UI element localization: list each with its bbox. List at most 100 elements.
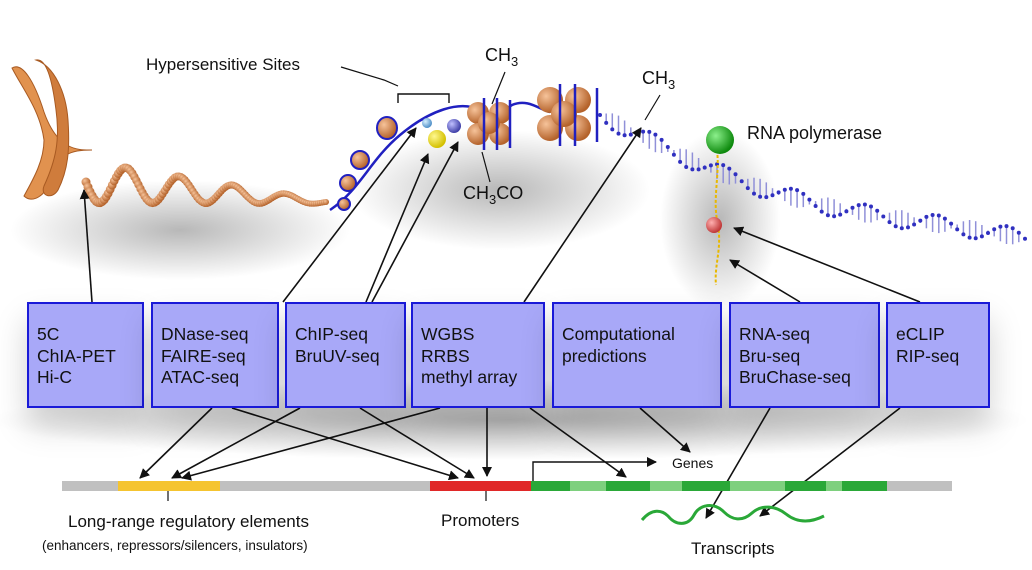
assay-box-rna: RNA-seq Bru-seq BruChase-seq xyxy=(729,302,880,408)
helix-backbone-dot xyxy=(801,191,806,196)
assay-box-methylation: WGBS RRBS methyl array xyxy=(411,302,545,408)
transcripts-label: Transcripts xyxy=(691,539,775,558)
downward-arrows xyxy=(139,407,901,519)
helix-backbone-dot xyxy=(647,129,652,134)
helix-backbone-dot xyxy=(721,163,726,168)
hypersensitive-sites-label: Hypersensitive Sites xyxy=(146,55,301,74)
helix-backbone-dot xyxy=(807,197,812,202)
assay-box-accessibility: DNase-seq FAIRE-seq ATAC-seq xyxy=(151,302,279,408)
assay-box-chip: ChIP-seq BruUV-seq xyxy=(285,302,406,408)
helix-backbone-dot xyxy=(973,236,978,241)
assay-box-chromatin-interaction: 5C ChIA-PET Hi-C xyxy=(27,302,144,408)
assay-line: WGBS xyxy=(421,324,475,344)
helix-backbone-dot xyxy=(727,166,732,171)
tss-arrow xyxy=(532,457,657,481)
assay-line: Hi-C xyxy=(37,367,72,387)
helix-backbone-dot xyxy=(918,218,923,223)
helix-backbone-dot xyxy=(1010,226,1015,231)
helix-backbone-dot xyxy=(998,224,1003,229)
helix-backbone-dot xyxy=(906,225,910,230)
helix-backbone-dot xyxy=(967,235,972,240)
helix-backbone-dot xyxy=(850,205,855,210)
helix-backbone-dot xyxy=(671,152,676,157)
enhancer-region xyxy=(118,481,220,491)
helix-backbone-dot xyxy=(875,208,880,213)
helix-backbone-dot xyxy=(702,165,707,170)
hs-bracket xyxy=(397,93,450,103)
assay-line: BruChase-seq xyxy=(739,367,851,387)
helix-backbone-dot xyxy=(961,232,966,237)
upward-arrows xyxy=(79,127,921,303)
helix-backbone-dot xyxy=(782,187,787,192)
chromatin-bead xyxy=(323,199,329,205)
dna-helix xyxy=(598,113,1027,245)
helix-backbone-dot xyxy=(930,213,935,217)
helix-backbone-dot xyxy=(752,191,756,196)
rna-polymerase-icon xyxy=(706,126,734,154)
helix-backbone-dot xyxy=(659,137,664,142)
helix-backbone-dot xyxy=(819,209,824,214)
helix-backbone-dot xyxy=(887,220,892,225)
helix-backbone-dot xyxy=(622,133,627,138)
assay-line: FAIRE-seq xyxy=(161,345,246,366)
hs-leader-line xyxy=(340,66,399,87)
gene-region xyxy=(531,481,887,491)
helix-backbone-dot xyxy=(690,167,695,172)
genome-track xyxy=(62,457,952,501)
helix-backbone-dot xyxy=(813,204,818,208)
helix-backbone-dot xyxy=(986,231,990,235)
helix-backbone-dot xyxy=(708,163,713,168)
long-range-label: Long-range regulatory elements xyxy=(68,512,309,531)
acetyl-leader xyxy=(481,151,491,183)
helix-backbone-dot xyxy=(949,221,954,226)
helix-backbone-dot xyxy=(665,145,670,149)
helix-backbone-dot xyxy=(770,193,775,198)
nucleosome-cluster-2 xyxy=(537,84,599,146)
helix-backbone-dot xyxy=(1023,236,1027,241)
helix-backbone-dot xyxy=(598,113,602,117)
assay-line: BruUV-seq xyxy=(295,345,380,366)
dna-ch3-leader xyxy=(644,94,661,121)
helix-backbone-dot xyxy=(893,224,898,229)
helix-backbone-dot xyxy=(733,172,738,177)
assay-line: 5C xyxy=(37,324,60,344)
assay-line: ChIP-seq xyxy=(295,324,368,344)
assay-line: methyl array xyxy=(421,367,518,387)
helix-backbone-dot xyxy=(862,202,867,207)
helix-backbone-dot xyxy=(936,213,941,218)
rna-binding-protein-icon xyxy=(706,217,722,233)
factor-cyan-icon xyxy=(422,118,432,128)
intron-4 xyxy=(826,481,842,491)
helix-backbone-dot xyxy=(1016,230,1021,235)
helix-backbone-dot xyxy=(653,132,658,137)
assay-line: eCLIP xyxy=(896,324,945,344)
helix-backbone-dot xyxy=(678,159,683,164)
helix-backbone-dot xyxy=(979,234,984,239)
helix-backbone-dot xyxy=(788,186,793,191)
assay-line: ChIA-PET xyxy=(37,345,116,366)
chromosome-icon xyxy=(11,59,93,200)
long-range-detail-label: (enhancers, repressors/silencers, insula… xyxy=(42,538,308,553)
helix-backbone-dot xyxy=(955,227,960,232)
helix-backbone-dot xyxy=(844,209,849,214)
ch3-dna-label: CH3 xyxy=(642,68,676,92)
promoters-label: Promoters xyxy=(441,511,520,530)
assay-box-computational: Computational predictions xyxy=(552,302,722,408)
intron-1 xyxy=(570,481,606,491)
helix-backbone-dot xyxy=(641,129,646,134)
ch3-leader xyxy=(491,71,506,105)
nucleosome-cluster-1 xyxy=(467,98,512,150)
assay-box-rna-protein: eCLIP RIP-seq xyxy=(886,302,990,408)
assay-line: Computational xyxy=(562,324,675,344)
assay-line: RRBS xyxy=(421,345,470,366)
helix-backbone-dot xyxy=(912,222,917,227)
intron-3 xyxy=(730,481,785,491)
helix-backbone-dot xyxy=(764,195,769,200)
chromosome-shadow xyxy=(10,180,350,280)
helix-backbone-dot xyxy=(604,120,609,125)
factor-yellow-icon xyxy=(428,130,446,148)
assay-line: RIP-seq xyxy=(896,345,960,366)
helix-backbone-dot xyxy=(616,131,621,136)
factor-purple-icon xyxy=(447,119,461,133)
